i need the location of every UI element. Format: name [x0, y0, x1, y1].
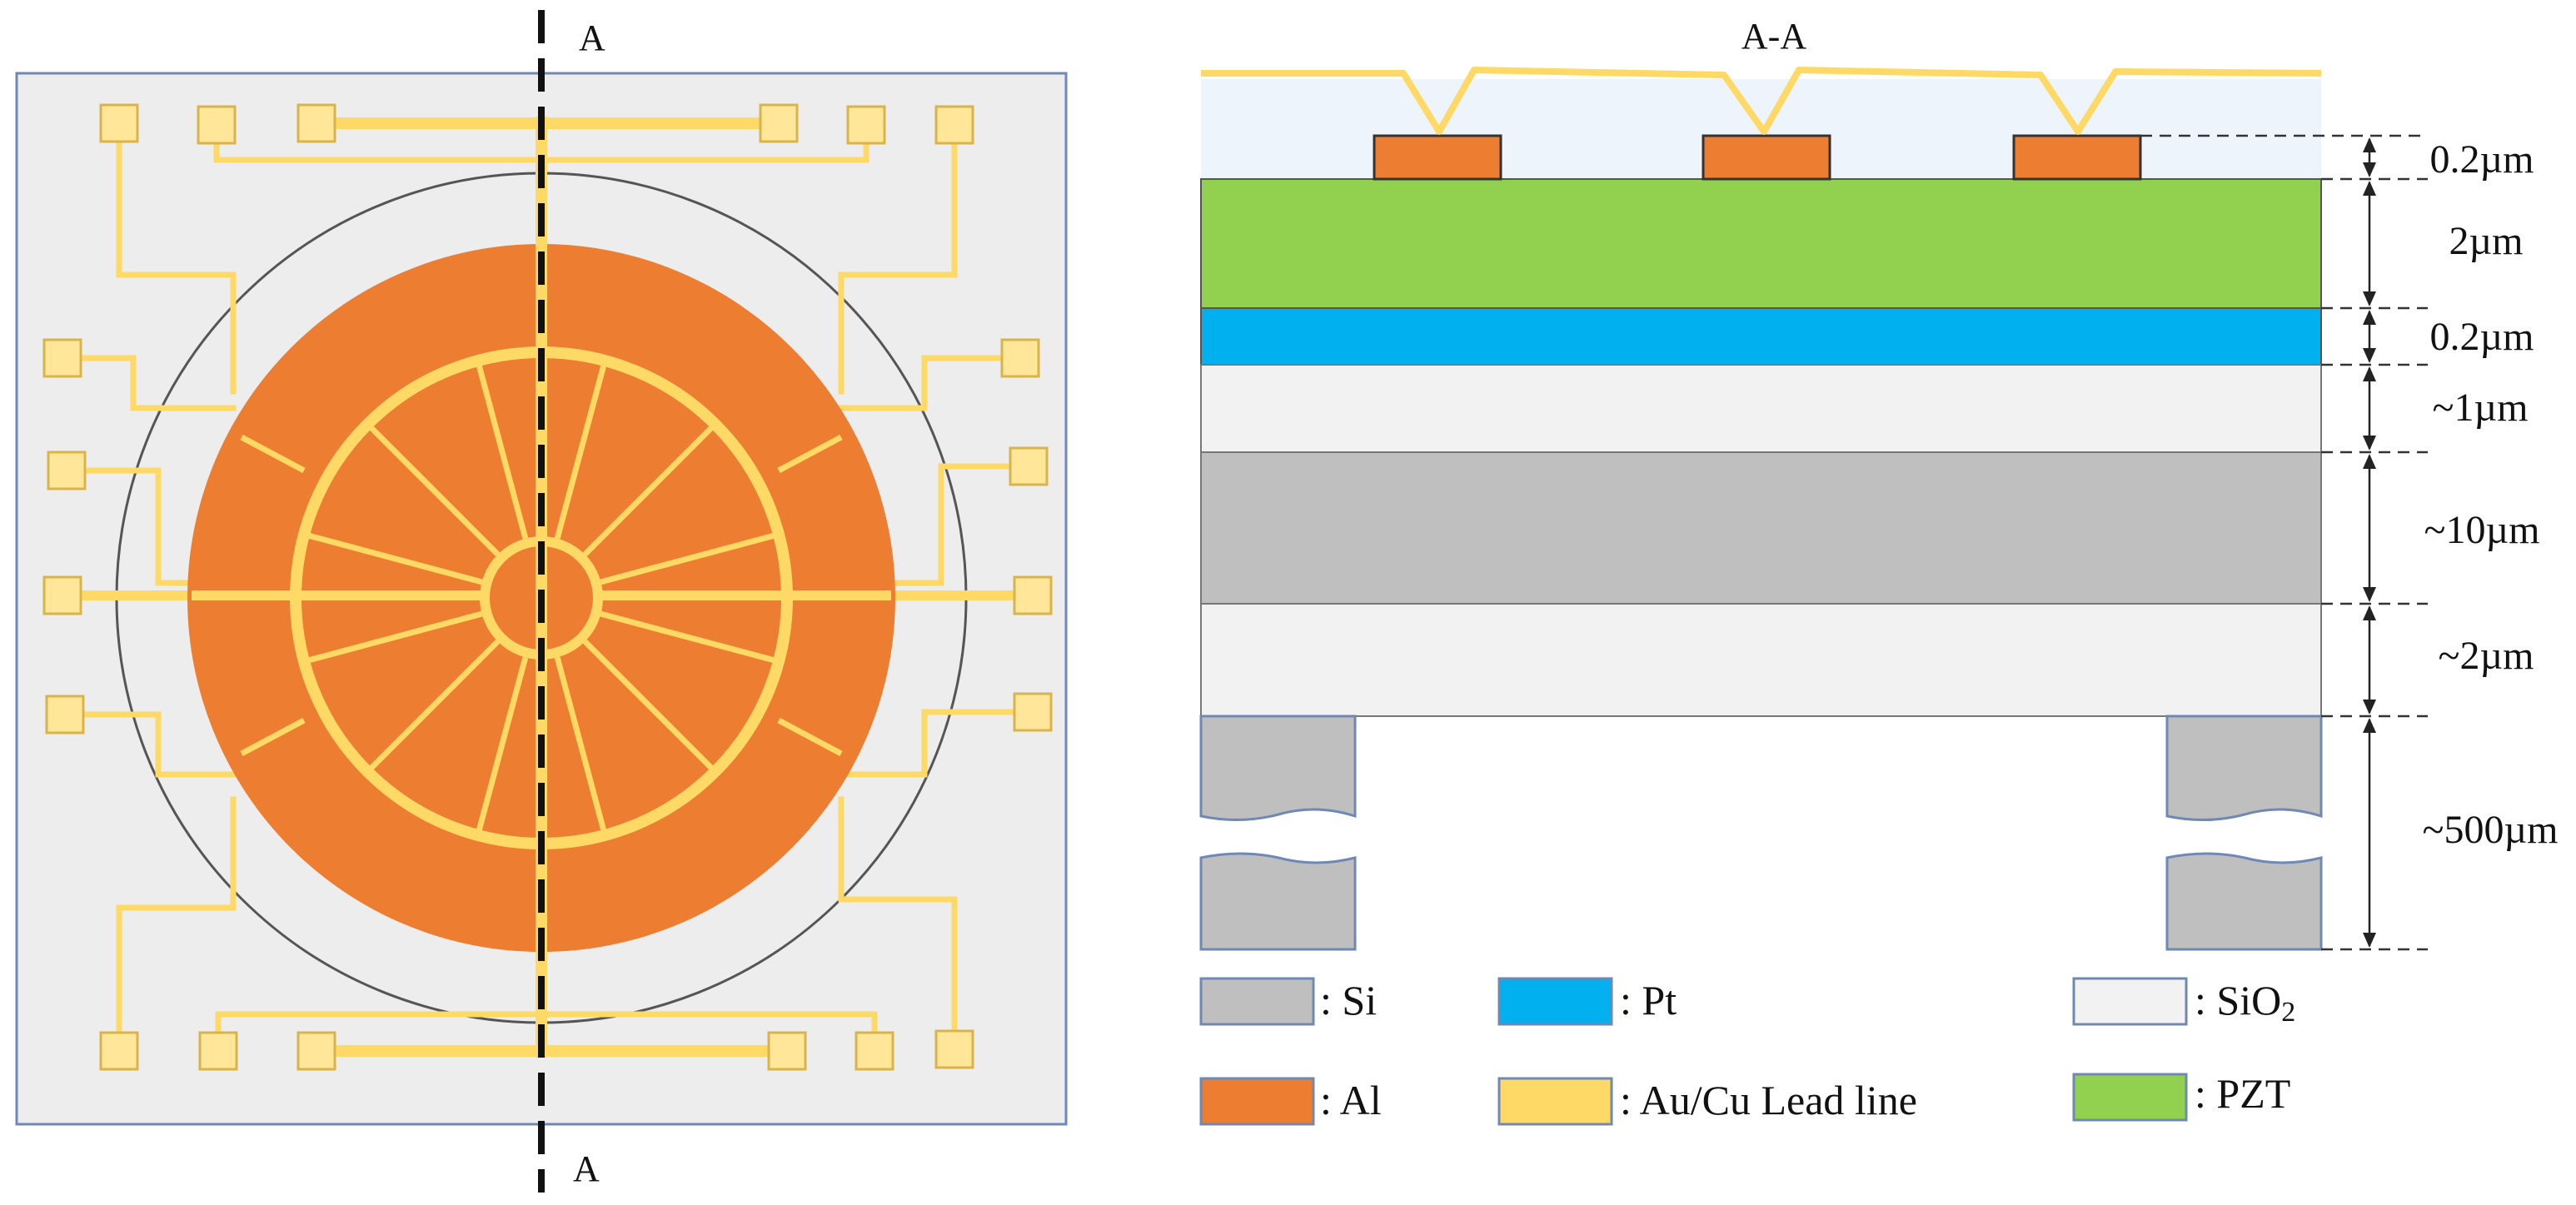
legend-item-sio2: : SiO2 — [2072, 977, 2295, 1028]
bond-pad — [846, 105, 886, 145]
bond-pads — [42, 103, 1053, 1071]
legend-item-pzt: : PZT — [2072, 1070, 2290, 1122]
svg-text:: Pt: : Pt — [1620, 977, 1677, 1023]
spoke — [554, 656, 607, 833]
dimension-arrowhead — [2363, 436, 2376, 451]
pt-layer — [1200, 307, 2322, 366]
bond-pad — [45, 695, 85, 734]
dim-label: 0.2µm — [2430, 315, 2534, 359]
dim-label: ~1µm — [2433, 386, 2529, 430]
lead-line — [838, 709, 1036, 778]
svg-text:: Au/Cu Lead line: : Au/Cu Lead line — [1620, 1077, 1917, 1123]
dimension-labels: 0.2µm 2µm 0.2µm ~1µm ~10µm ~2µm ~500µm — [2423, 137, 2559, 852]
spoke — [582, 639, 715, 771]
legend: : Si : Pt : SiO2 : Al : Au/Cu Lead line … — [1199, 977, 2295, 1126]
dimension-arrowhead — [2363, 718, 2376, 733]
lead-line — [59, 355, 237, 411]
dimension-markers — [2140, 134, 2428, 951]
spoke — [306, 610, 483, 664]
dimension-arrowhead — [2363, 348, 2376, 363]
lead-line — [116, 796, 237, 1054]
section-label-bottom: A — [573, 1148, 600, 1189]
bond-pad — [767, 1031, 807, 1071]
bond-pad — [759, 103, 799, 143]
dimension-arrowhead — [2363, 700, 2376, 715]
bond-pad — [197, 105, 237, 145]
dim-label: ~500µm — [2423, 808, 2559, 852]
section-label-top: A — [579, 17, 605, 58]
legend-item-pt: : Pt — [1497, 977, 1677, 1026]
spoke — [368, 425, 501, 557]
al-electrodes — [1373, 134, 2142, 181]
top-lead-line — [1201, 67, 2322, 135]
svg-text:: Si: : Si — [1320, 977, 1377, 1023]
bond-pad — [1000, 338, 1040, 378]
bond-pad — [1013, 692, 1053, 732]
spoke — [476, 656, 529, 833]
bond-pad — [99, 1031, 139, 1071]
spoke — [554, 363, 607, 540]
electrode-leads — [192, 434, 891, 757]
dimension-arrowhead — [2363, 162, 2376, 177]
bond-pad — [296, 1031, 336, 1071]
lead-line — [63, 467, 203, 586]
lead-line — [838, 122, 958, 395]
bond-pad — [1013, 575, 1053, 615]
electrode-spokes — [306, 363, 776, 833]
spoke — [368, 639, 501, 771]
bond-pad — [934, 1029, 974, 1069]
lead-line — [838, 355, 1024, 411]
legend-item-al: : Al — [1199, 1077, 1382, 1126]
dim-label: ~2µm — [2439, 634, 2534, 678]
spoke — [476, 363, 529, 540]
legend-item-lead: : Au/Cu Lead line — [1497, 1077, 1917, 1126]
bond-pad — [47, 451, 87, 490]
cross-section-title: A-A — [1741, 16, 1806, 57]
dimension-arrowhead — [2363, 605, 2376, 620]
dimension-arrowhead — [2363, 310, 2376, 325]
sio2-layer-buried — [1200, 603, 2322, 717]
bond-pad — [934, 105, 974, 145]
si-handle-legs — [1199, 715, 2323, 951]
dimension-arrowhead — [2363, 181, 2376, 196]
svg-text:: SiO2: : SiO2 — [2195, 977, 2295, 1028]
bond-pad — [42, 338, 82, 378]
lead-line — [116, 122, 237, 395]
bond-pad — [99, 103, 139, 143]
dimension-arrowhead — [2363, 366, 2376, 381]
cross-section: A-A 0.2µm 2µm 0.2µm — [1199, 16, 2559, 951]
svg-text:: PZT: : PZT — [2195, 1070, 2290, 1117]
lead-line — [879, 463, 1032, 586]
pzt-layer — [1200, 178, 2322, 309]
top-view: A A — [15, 10, 1068, 1193]
dimension-arrowhead — [2363, 587, 2376, 602]
lead-line — [62, 711, 237, 778]
dimension-arrowhead — [2363, 291, 2376, 306]
bond-pad — [855, 1031, 894, 1071]
spoke — [600, 532, 776, 585]
dim-label: 0.2µm — [2430, 137, 2534, 182]
legend-item-si: : Si — [1199, 977, 1377, 1026]
bond-pad — [1009, 446, 1049, 486]
si-device-layer — [1200, 451, 2322, 605]
spoke — [582, 425, 715, 557]
dimension-arrowhead — [2363, 933, 2376, 948]
dimension-arrowhead — [2363, 454, 2376, 469]
svg-text:: Al: : Al — [1320, 1077, 1382, 1123]
lead-line — [838, 796, 958, 1054]
spoke — [306, 532, 483, 585]
sio2-layer-top — [1200, 364, 2322, 453]
bond-pad — [42, 575, 82, 615]
bond-pad — [296, 103, 336, 143]
dimension-arrowhead — [2363, 137, 2376, 152]
dim-label: ~10µm — [2424, 508, 2540, 552]
dim-label: 2µm — [2449, 219, 2524, 263]
bond-pad — [198, 1031, 238, 1071]
spoke — [600, 610, 776, 664]
